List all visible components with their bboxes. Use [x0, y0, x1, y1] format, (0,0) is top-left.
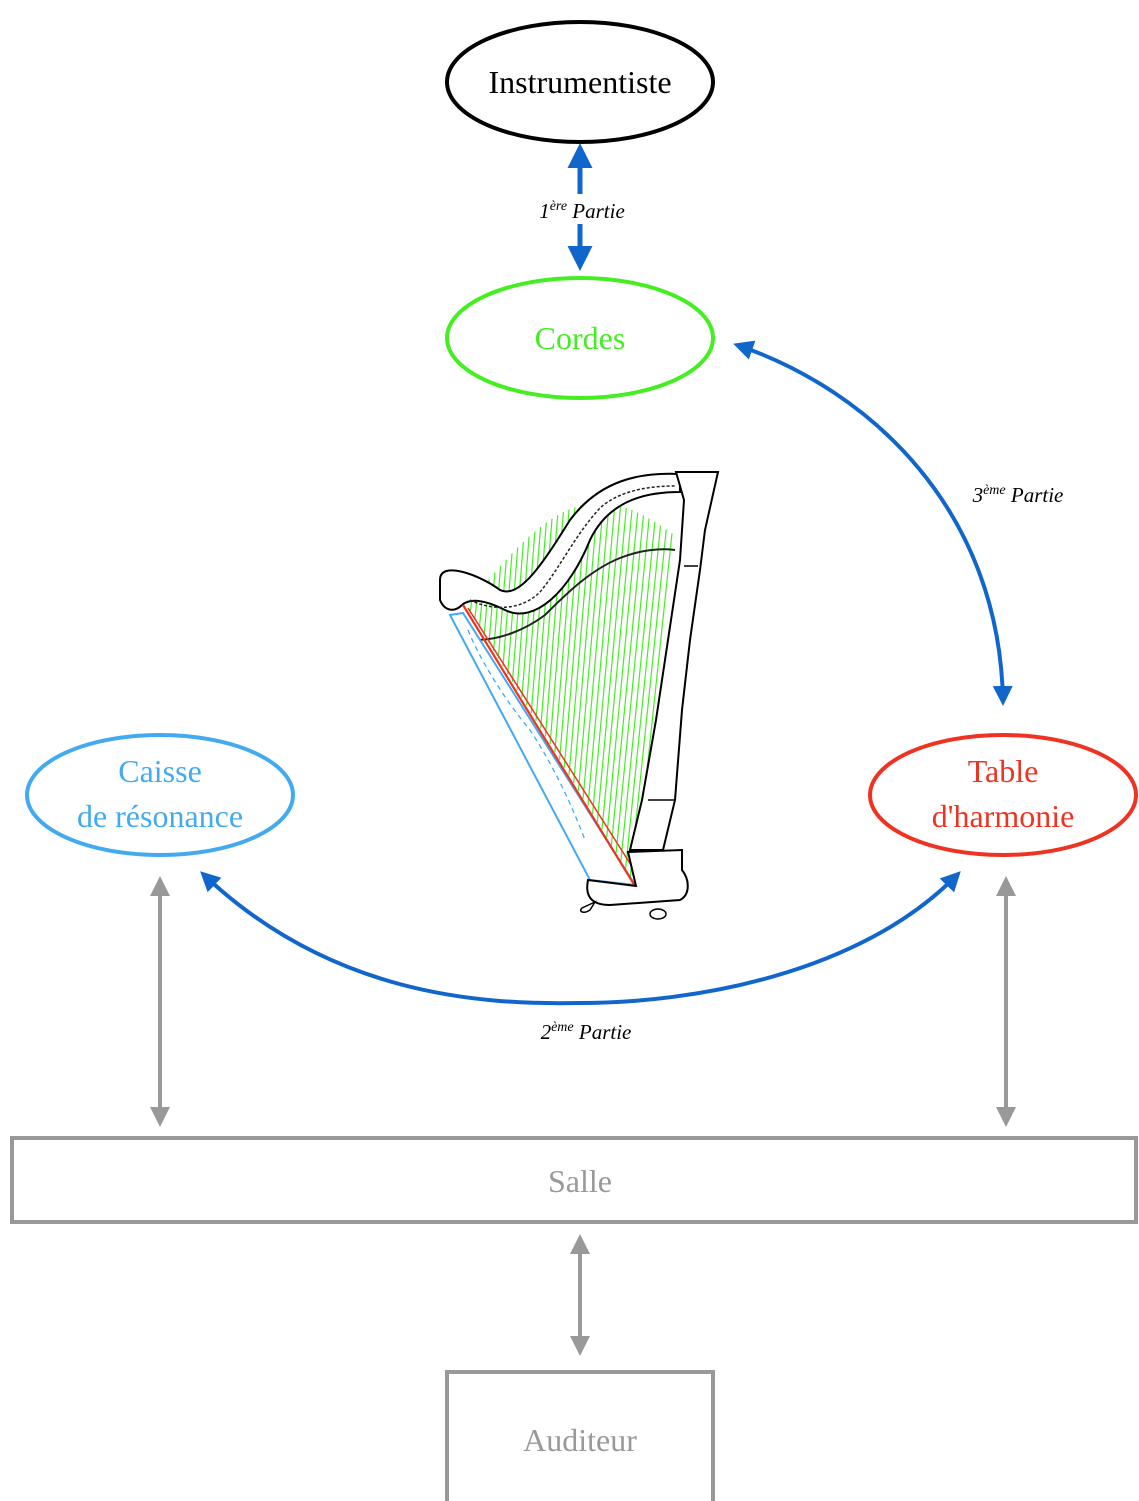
harp-string [610, 515, 644, 846]
harp-string [582, 503, 610, 799]
third-part-label: 3ème Partie [972, 483, 1064, 507]
soundbox-node: Caisse de résonance [25, 733, 295, 857]
harp-string [601, 510, 633, 830]
instrumentist-node: Instrumentiste [445, 20, 715, 144]
harp-icon [439, 471, 720, 920]
second-part-arrow [200, 871, 961, 1006]
harp-string [526, 526, 542, 706]
listener-label: Auditeur [523, 1422, 637, 1458]
harp-string [521, 531, 536, 698]
first-part-label: 1ère Partie [539, 199, 625, 223]
soundboard-label-line1: Table [968, 753, 1039, 789]
second-part-label: 2ème Partie [541, 1020, 632, 1044]
harp-string [606, 512, 639, 838]
soundboard-node: Table d'harmonie [868, 733, 1138, 857]
listener-node: Auditeur [445, 1370, 715, 1501]
harp-string [573, 503, 599, 784]
harp-string [530, 522, 547, 714]
harp-string [625, 525, 662, 869]
harp-string [587, 504, 616, 807]
harp-string [615, 518, 650, 853]
harp-string [568, 503, 593, 776]
harp-string [620, 521, 656, 861]
instrumentist-label: Instrumentiste [488, 64, 671, 100]
harp-string [493, 566, 502, 651]
soundbox-label-line1: Caisse [118, 753, 202, 789]
harp-string [596, 507, 627, 822]
harp-string [592, 506, 622, 815]
soundboard-label-line2: d'harmonie [932, 798, 1075, 834]
harp-string [488, 572, 496, 644]
room-label: Salle [548, 1163, 612, 1199]
harp-string [469, 599, 473, 613]
harp-string [629, 529, 667, 877]
soundbox-label-line2: de résonance [77, 798, 243, 834]
room-node: Salle [10, 1136, 1138, 1224]
harp-string [577, 503, 604, 791]
strings-node: Cordes [445, 276, 715, 400]
third-part-arrow [733, 340, 1013, 706]
strings-label: Cordes [535, 320, 626, 356]
